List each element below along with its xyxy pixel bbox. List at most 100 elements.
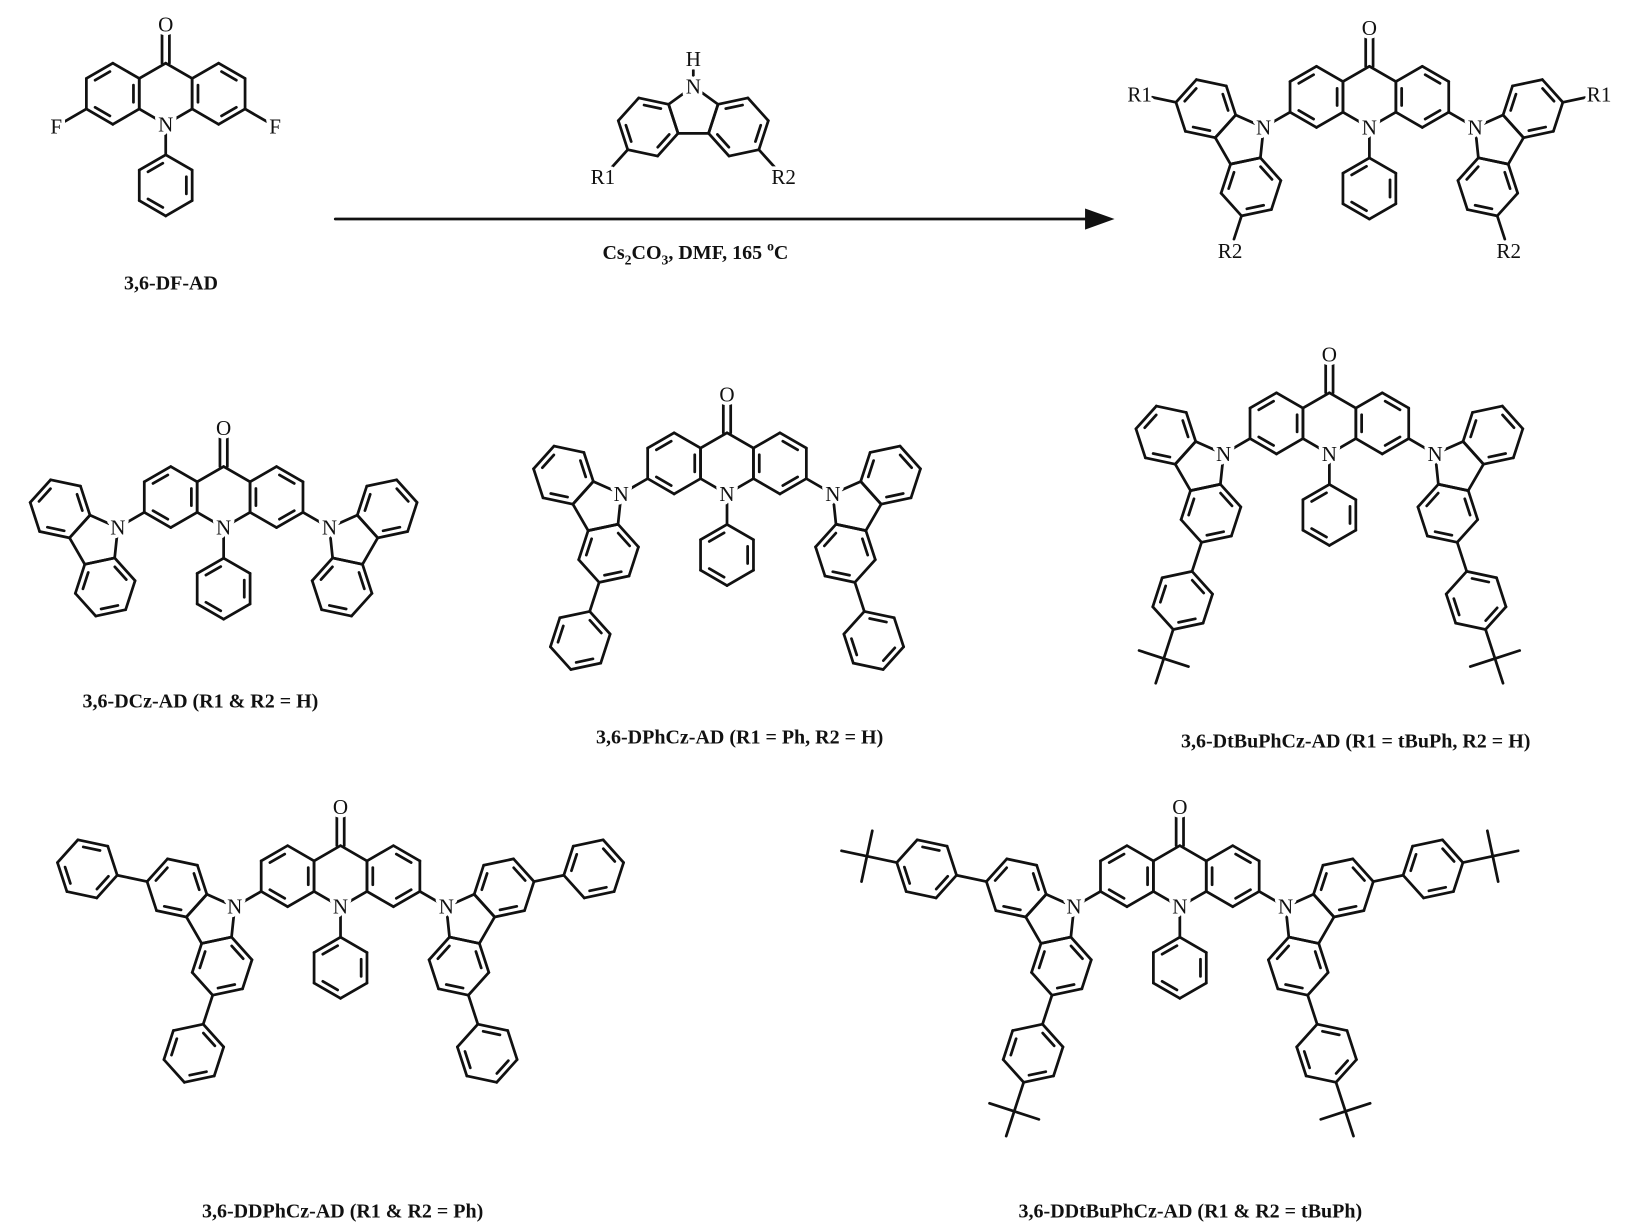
acridone-left-ring-bond (1275, 437, 1305, 456)
phenyl-ring-bond (562, 844, 575, 877)
carbazole-benzene-ring-bond (616, 96, 641, 123)
aryl-bond (1190, 540, 1203, 573)
atom-r1: R1 (1127, 83, 1152, 107)
acridone-left-ring-double-bond (1257, 435, 1275, 447)
phenyl-ring-double-bond (570, 852, 579, 873)
acridone-right-ring-double-bond (220, 70, 238, 82)
carbazole-pyrrole-ring-bond (591, 480, 623, 496)
carbazole-benzene-ring-double-bond (162, 904, 183, 912)
phenyl-ring-double-bond (170, 1037, 179, 1057)
phenyl-ring-bond (1495, 576, 1508, 609)
phenyl-ring-double-bond (95, 874, 110, 891)
carbazole-nitrogen: N (1256, 115, 1271, 139)
carbazole-benzene-ring-bond (746, 96, 770, 123)
acridone-left-ring-bond (1315, 110, 1345, 129)
acridone-right-ring-bond (778, 477, 808, 496)
reactant-name: 3,6-DF-AD (124, 273, 218, 295)
n-phenyl-ring-double-bond (1310, 491, 1328, 503)
tbutyl-bond (865, 854, 899, 864)
carbazole-benzene-ring-double-bond (1245, 203, 1266, 211)
carbazole-benzene-ring-bond (361, 562, 374, 595)
acridone-right-ring-double-bond (781, 475, 800, 487)
carbazole-nitrogen: N (1278, 895, 1293, 919)
carbazole-benzene-ring-double-bond (1527, 125, 1548, 132)
carbazole-pyrrole-ring-bond (230, 905, 237, 939)
carbazole-benzene-ring-bond (1270, 179, 1283, 211)
phenyl-ring-bond (1484, 605, 1508, 631)
phenyl-ring-bond (1422, 890, 1455, 900)
carbazole-benzene-ring-double-bond (1509, 92, 1518, 112)
aryl-bond (1371, 873, 1405, 883)
carbazole-benzene-ring-bond (79, 484, 92, 517)
acridone-right-ring-double-bond (1423, 73, 1442, 85)
acridone-left-ring-bond (646, 477, 676, 496)
methyl-bond (1137, 649, 1166, 660)
phenyl-ring-bond (1151, 576, 1164, 609)
acridone-left-ring-bond (169, 510, 199, 529)
n-phenyl-ring-double-bond (1350, 164, 1368, 177)
aryl-bond (1306, 993, 1319, 1026)
fluorine: F (269, 114, 281, 138)
carbazole-benzene-ring-double-bond (381, 525, 402, 533)
methyl-bond (840, 849, 869, 858)
carbazole-benzene-ring-bond (1436, 482, 1470, 492)
phenyl-ring-double-bond (1177, 617, 1197, 624)
phenyl-ring-bond (1452, 861, 1465, 893)
carbazole-benzene-ring-bond (331, 556, 364, 566)
carbazole-benzene-ring-double-bond (357, 571, 366, 591)
n-phenyl-ring-bond (164, 199, 194, 218)
carbazole-benzene-ring-double-bond (1473, 203, 1494, 211)
product-caption-dtbuphcz: 3,6-DtBuPhCz-AD (R1 = tBuPh, R2 = H) (1181, 731, 1530, 753)
phenyl-ring-bond (1304, 1074, 1338, 1084)
acridone-left-ring-double-bond (93, 70, 112, 82)
acridone-left-ring-bond (1288, 64, 1318, 83)
carbazole-benzene-ring-double-bond (831, 570, 851, 577)
tbutyl-bond (1484, 628, 1497, 660)
carbazole-benzene-ring-bond (355, 513, 380, 540)
c-n-bond (301, 510, 331, 529)
acridone-right-ring-bond (275, 465, 305, 484)
carbazole-benzene-ring-bond (532, 467, 545, 500)
carbazole-pyrrole-ring-bond (328, 513, 359, 529)
carbonyl-oxygen: O (1322, 342, 1337, 366)
carbazole-benzene-ring-bond (1200, 534, 1233, 544)
acridone-left-ring-bond (111, 107, 141, 126)
carbazole-benzene-ring-bond (1552, 100, 1565, 133)
carbazole-benzene-ring-double-bond (1501, 413, 1516, 430)
acridone-left-ring-bond (646, 431, 676, 450)
phenyl-ring-double-bond (601, 847, 617, 863)
carbazole-benzene-ring-double-bond (1463, 497, 1472, 517)
phenyl-ring-bond (1444, 592, 1458, 625)
carbazole-benzene-ring-bond (1495, 191, 1520, 218)
carbazole-benzene-ring-bond (145, 880, 158, 912)
carbazole-benzene-ring-double-bond (549, 492, 569, 499)
carbazole-benzene-ring-bond (1134, 404, 1158, 431)
carbazole-nitrogen: N (686, 74, 701, 98)
phenyl-ring-bond (1151, 605, 1175, 631)
acridone-right-ring-bond (365, 890, 395, 909)
carbazole-pyrrole-ring-bond (1259, 126, 1265, 160)
acridone-left-ring-double-bond (1257, 399, 1275, 412)
acridone-left-ring-bond (1125, 844, 1155, 863)
carbazole-benzene-ring-bond (1321, 857, 1355, 867)
acridone-right-ring-double-bond (1234, 888, 1252, 900)
phenyl-ring-double-bond (556, 624, 565, 644)
carbazole-benzene-ring-bond (155, 909, 188, 919)
reaction-conditions: Cs2CO3, DMF, 165 oC (602, 239, 788, 268)
c-n-bond (1257, 890, 1287, 909)
phenyl-ring-bond (1411, 838, 1444, 848)
acridone-right-ring-bond (1380, 437, 1411, 456)
carbazole-benzene-ring-double-bond (584, 537, 593, 557)
acridone-nitrogen: N (719, 482, 734, 506)
acridone-left-ring-bond (259, 844, 290, 863)
carbazole-benzene-ring-bond (1219, 162, 1232, 195)
carbazole-benzene-ring-bond (1030, 942, 1043, 974)
carbazole-benzene-ring-bond (1030, 971, 1054, 997)
aryl-bond (201, 993, 215, 1026)
carbazole-benzene-ring-bond (406, 501, 419, 533)
carbazole-benzene-ring-double-bond (216, 983, 237, 990)
n-phenyl-ring-bond (1301, 483, 1331, 502)
carbazole-benzene-ring-bond (113, 556, 137, 583)
n-phenyl-ring-bond (137, 153, 168, 172)
carbazole-benzene-ring-double-bond (444, 983, 465, 990)
